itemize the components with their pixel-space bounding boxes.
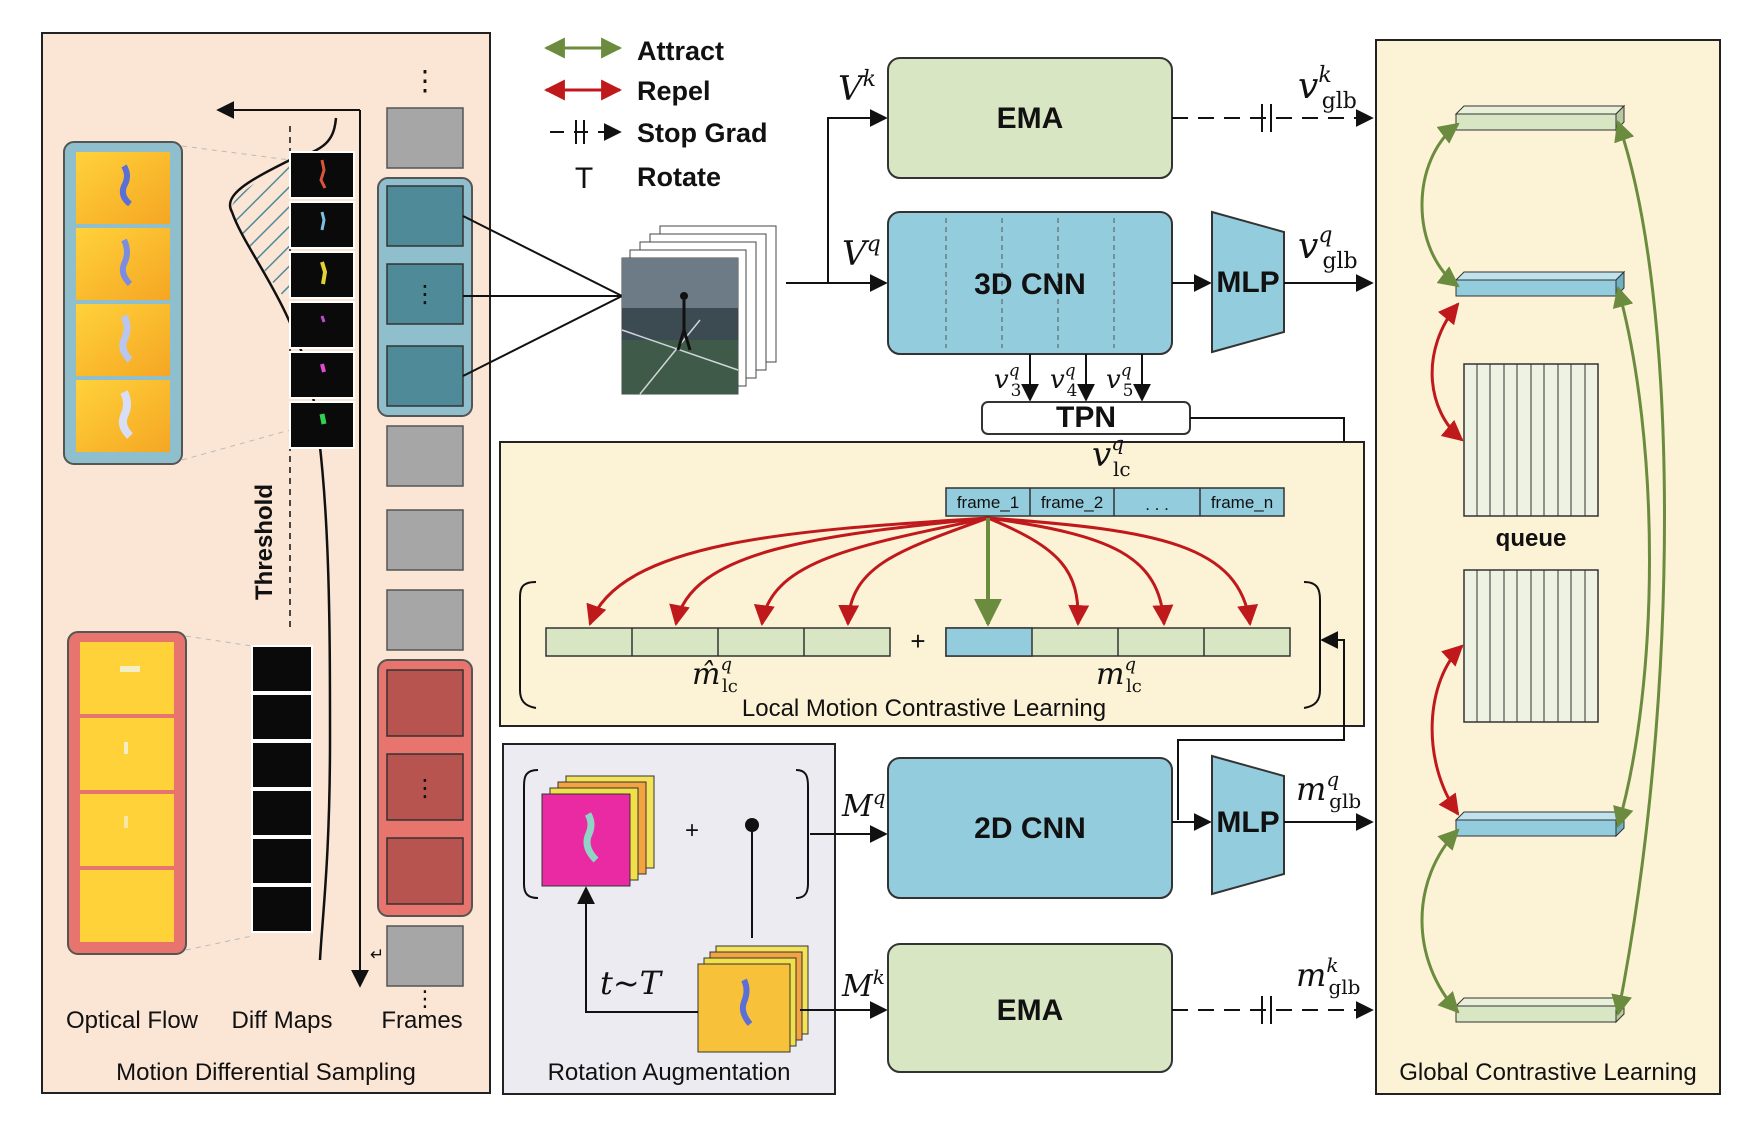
optical-flow-frames-bottom [80,642,174,942]
legend-rotate: Rotate [637,162,721,192]
rotation-augmentation-panel: + t~T Rotation Augmentation [502,743,836,1095]
frame-token-n: frame_n [1211,493,1273,512]
embedding-mglb-q [1454,810,1626,838]
motion-differential-sampling-title: Motion Differential Sampling [116,1059,416,1086]
queue-top [1463,363,1599,517]
local-repel-arrows [586,516,1259,627]
optical-flow-label: Optical Flow [66,1007,199,1034]
ema-bottom-block [887,943,1173,1073]
mlp-top-label: MLP [1216,266,1279,299]
embedding-mglb-k [1454,996,1626,1024]
ema-bottom-label: EMA [997,994,1064,1027]
legend-stop-grad: Stop Grad [637,118,768,148]
frame-gray [386,509,464,571]
queue-label: queue [1496,525,1567,552]
embedding-vglb-q [1454,270,1626,298]
diff-maps-label: Diff Maps [232,1007,333,1034]
motion-differential-sampling-panel: Threshold ↵ ⋮ [41,32,491,1094]
frame-token-ellipsis: . . . [1145,495,1169,514]
label-t-sample: t~T [600,964,664,1002]
frame-gray [386,589,464,651]
global-attract-arrows [1420,120,1666,1017]
label-Vk: Vk [838,67,876,109]
motion-distribution-hatched-area [231,160,290,305]
frame-red [386,753,464,821]
embedding-vglb-k [1454,104,1626,132]
frame-gray [386,925,464,987]
frame-token-2: frame_2 [1041,493,1103,512]
frame-token-1: frame_1 [957,493,1019,512]
rotation-augmentation-title: Rotation Augmentation [548,1059,791,1086]
diff-maps-bottom [251,645,313,933]
frame-red [386,837,464,905]
frame-teal [386,263,464,325]
threshold-label: Threshold [251,484,278,600]
optical-flow-frames-top [76,152,170,452]
mlp-bottom-label: MLP [1216,806,1279,839]
global-contrastive-panel: queue Global Contrastive Learning [1375,39,1721,1095]
frame-teal [386,185,464,247]
tpn-label: TPN [1056,401,1116,434]
cnn2d-label: 2D CNN [974,812,1086,845]
svg-text:↵: ↵ [370,945,384,964]
frames-bottom-ellipsis: ⋮ [414,986,436,1011]
frame-gray [386,107,464,169]
frames-label: Frames [381,1007,462,1034]
mlp-bottom-block [1211,754,1285,896]
rotation-plus: + [685,817,699,844]
svg-text:⋮: ⋮ [413,775,437,802]
video-clip-stack [621,225,777,395]
queue-bottom [1463,569,1599,723]
frame-gray [386,425,464,487]
frame-teal [386,345,464,407]
frames-top-ellipsis: ⋮ [411,65,439,96]
mlp-top-block [1211,210,1285,354]
ema-top-label: EMA [997,102,1064,135]
svg-text:⋮: ⋮ [413,281,437,308]
legend-repel: Repel [637,76,711,106]
label-Vq: Vq [842,232,881,274]
cnn2d-block [887,757,1173,899]
frame-red [386,669,464,737]
global-repel-arrows [1430,302,1464,816]
cnn3d-label: 3D CNN [974,268,1086,301]
local-plus: + [910,626,925,656]
legend: Attract Repel Stop Grad T Rotate [543,36,768,195]
legend-attract: Attract [637,36,724,66]
local-motion-title: Local Motion Contrastive Learning [742,695,1106,722]
global-contrastive-title: Global Contrastive Learning [1399,1059,1697,1086]
legend-rotate-symbol: T [575,162,593,195]
diff-maps-top [289,151,355,449]
label-Mq: Mq [841,785,886,824]
label-Mk: Mk [841,965,885,1004]
